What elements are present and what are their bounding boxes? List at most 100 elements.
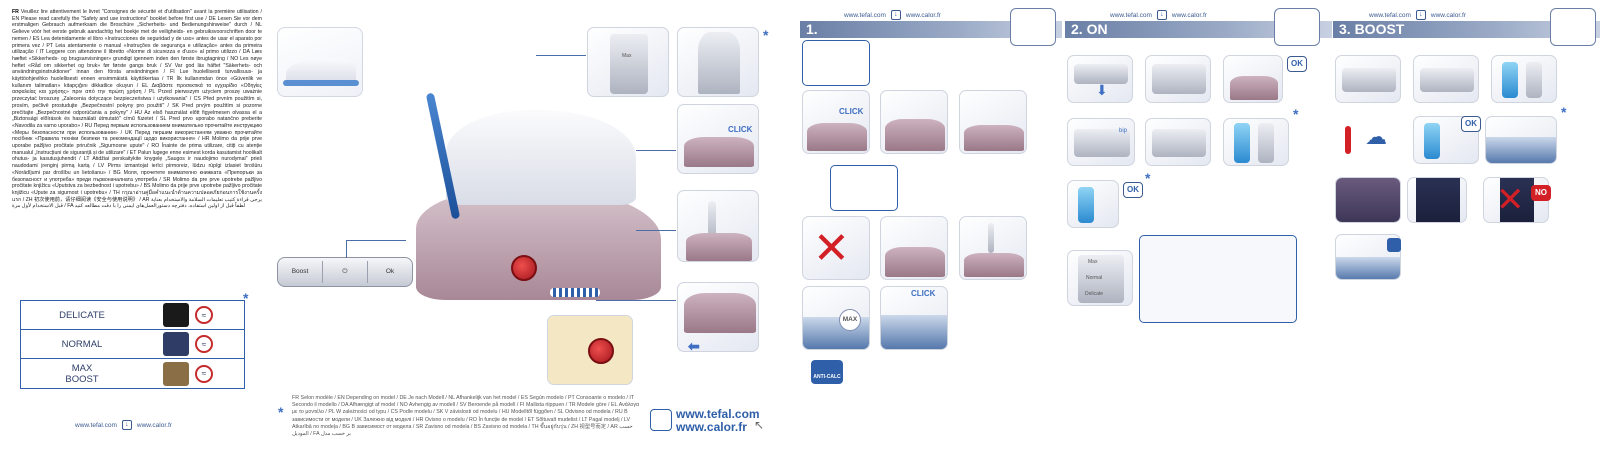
download-icon: ↓ [890, 10, 901, 20]
safety-lang-fr: FR [12, 9, 19, 15]
step-2-panel: www.tefal.com ↓ www.calor.fr 2. ON ⬇ OK … [1065, 0, 1332, 461]
download-icon: ↓ [1415, 10, 1426, 20]
ready-beep-illustration [1067, 180, 1119, 228]
model-note-star: * [763, 27, 769, 43]
safety-text: FR Veuillez lire attentivement le livret… [12, 9, 262, 210]
leader-line [536, 55, 586, 75]
tank-shape [686, 233, 752, 261]
ready-light-illustration [1223, 118, 1289, 166]
horizontal-ironing-illustration [1335, 177, 1401, 223]
fabric-shape [1486, 137, 1556, 163]
ok-button[interactable]: Ok [385, 268, 395, 275]
blue-light-shape [1424, 123, 1440, 159]
dial-shape [610, 34, 648, 94]
tefal-link[interactable]: www.tefal.com [75, 421, 117, 429]
no-badge: NO [1531, 185, 1551, 201]
panel-shape [1074, 129, 1130, 157]
download-icon: ↓ [1156, 10, 1167, 20]
steam-icon [1387, 238, 1401, 252]
panel-shape [1342, 68, 1396, 92]
website-links: www.tefal.com ↓ www.calor.fr [1110, 10, 1207, 20]
step-1-panel: www.tefal.com ↓ www.calor.fr 1. CLICK ✕ … [800, 0, 1062, 461]
control-panel: Boost ⏻ Ok [277, 257, 413, 287]
jacket-shape [1500, 178, 1534, 222]
base-shape [964, 125, 1024, 151]
tank-shape [885, 247, 945, 277]
mode-label: MAX BOOST [65, 362, 99, 385]
steam-cloud-icon: ☁ [1365, 124, 1387, 149]
blue-light-shape [1234, 123, 1250, 163]
calor-link[interactable]: www.calor.fr [1430, 11, 1466, 19]
plug-in-illustration [1223, 55, 1283, 103]
mode-label: NORMAL [61, 338, 103, 350]
boost-button[interactable]: Boost [278, 261, 323, 283]
steam-ironing-illustration [1485, 116, 1557, 164]
cord-tidy-illustration [1145, 55, 1211, 103]
calor-link[interactable]: www.calor.fr [136, 421, 172, 429]
section-header: 2. ON [1065, 21, 1332, 38]
bip-label: bip [1119, 128, 1128, 134]
steam-level-low-icon: ≈ [195, 306, 213, 324]
iron-header-icon [1010, 8, 1056, 46]
anti-calc-cap-icon[interactable] [511, 255, 537, 281]
anti-calc-cap-icon [588, 338, 614, 364]
website-links: www.tefal.com ↓ www.calor.fr [1369, 10, 1466, 20]
iron-handle-shape [286, 58, 356, 84]
tank-insert-illustration: ⬅ [677, 282, 759, 352]
mode-table: DELICATE ≈ NORMAL ≈ MAX BOOST ≈ [20, 300, 245, 389]
power-button[interactable]: ⏻ [323, 261, 368, 283]
panel-shape [1152, 129, 1206, 157]
dial-max-label: Max [622, 53, 632, 59]
base-shape [807, 123, 867, 151]
tap-shape [831, 166, 837, 188]
mode-step-shape [1140, 276, 1162, 296]
no-plug-illustration: ✕ [802, 216, 870, 280]
model-note-star: * [278, 404, 284, 420]
anti-calc-badge: ANTI-CALC [811, 360, 843, 384]
max-label: MAX [839, 309, 861, 331]
tefal-link[interactable]: www.tefal.com [1369, 11, 1411, 19]
dial-delicate-label: Delicate [1085, 291, 1104, 297]
base-shape [1152, 64, 1206, 94]
ok-badge: OK [1461, 116, 1481, 132]
thermometer-icon [1345, 126, 1351, 154]
section-header: 1. [800, 21, 1062, 38]
arrow-left-icon: ⬅ [688, 338, 700, 352]
safety-body: Veuillez lire attentivement le livret "C… [12, 9, 262, 210]
mode-pic: ≈ [143, 330, 244, 358]
mode-step-shape [1140, 416, 1162, 436]
unwind-cord-illustration: ⬇ [1067, 55, 1133, 103]
click-label: CLICK [728, 125, 753, 134]
dial-shape [1078, 255, 1124, 303]
tank-shape [831, 188, 887, 202]
tshirt-icon [163, 303, 189, 327]
mode-row-max-boost: MAX BOOST ≈ [21, 359, 244, 388]
big-website-links: www.tefal.com www.calor.fr [676, 408, 760, 434]
calor-link[interactable]: www.calor.fr [676, 420, 747, 434]
safety-panel: FR Veuillez lire attentivement le livret… [0, 0, 265, 461]
mode-dial-illustration: Max Normal Delicate [1067, 250, 1133, 306]
tap-shape [708, 201, 716, 241]
calor-link[interactable]: www.calor.fr [905, 11, 941, 19]
model-note-star: * [1145, 170, 1151, 186]
mode-pic: ≈ [143, 301, 244, 329]
tefal-link[interactable]: www.tefal.com [676, 407, 760, 421]
tefal-link[interactable]: www.tefal.com [1110, 11, 1152, 19]
mode-row-delicate: DELICATE ≈ [21, 301, 244, 330]
fill-water-illustration [830, 165, 898, 211]
model-note-star: * [243, 290, 249, 306]
panel-shape [1420, 68, 1474, 92]
calor-link[interactable]: www.calor.fr [1171, 11, 1207, 19]
handle-shape [698, 32, 740, 94]
iron-header-icon [1274, 8, 1320, 46]
steam-level-mid-icon: ≈ [195, 335, 213, 353]
tefal-link[interactable]: www.tefal.com [844, 11, 886, 19]
mode-step-shape [1140, 336, 1162, 356]
no-steam-on-person-illustration: ✕ [1483, 177, 1549, 223]
base-shape [1230, 76, 1278, 100]
website-links: www.tefal.com ↓ www.calor.fr [75, 420, 172, 430]
insert-tank-click-illustration: CLICK [880, 286, 948, 350]
unpack-illustration [802, 40, 870, 86]
power-on-illustration [1067, 118, 1135, 166]
remove-tank-illustration [880, 216, 948, 280]
